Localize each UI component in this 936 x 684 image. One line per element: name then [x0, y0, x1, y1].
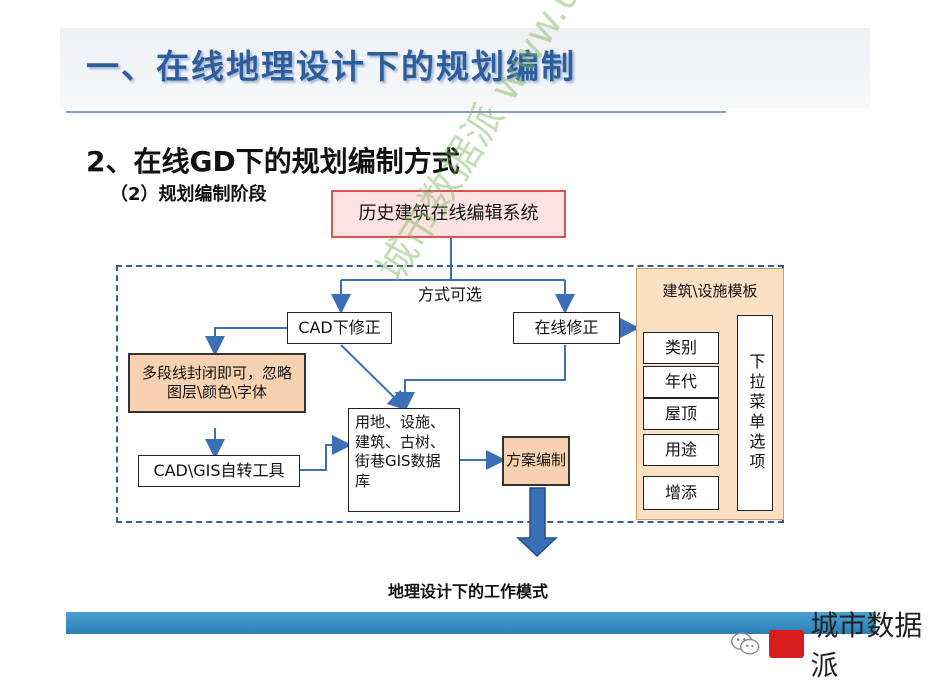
template-item-use-label: 用途 — [664, 439, 697, 459]
title-divider — [66, 111, 726, 113]
gis-database-box: 用地、设施、建筑、古树、街巷GIS数据库 — [348, 408, 460, 512]
slide-subtitle: 2、在线GD下的规划编制方式 — [86, 145, 460, 178]
title-band — [60, 28, 870, 108]
polyline-note-text: 多段线封闭即可，忽略图层\颜色\字体 — [141, 363, 292, 402]
template-item-era-label: 年代 — [664, 371, 697, 391]
mode-label: 方式可选 — [405, 284, 495, 306]
gis-database-text: 用地、设施、建筑、古树、街巷GIS数据库 — [355, 413, 446, 490]
cad-gis-tool-label: CAD\GIS自转工具 — [153, 460, 285, 480]
diagram-caption: 地理设计下的工作模式 — [387, 582, 548, 601]
footer-bar — [66, 612, 876, 634]
cad-fix-label: CAD下修正 — [298, 317, 381, 337]
slide-title: 一、在线地理设计下的规划编制 — [86, 47, 576, 86]
template-item-use: 用途 — [643, 434, 719, 466]
slide: 一、在线地理设计下的规划编制 2、在线GD下的规划编制方式 （2）规划编制阶段 — [60, 0, 923, 682]
mode-label-text: 方式可选 — [417, 284, 482, 304]
brand-badge-icon — [768, 630, 805, 658]
template-add-box: 增添 — [643, 476, 719, 510]
template-item-roof-label: 屋顶 — [664, 403, 697, 423]
template-item-roof: 屋顶 — [643, 398, 719, 430]
wechat-icon — [731, 632, 760, 655]
plan-compile-label: 方案编制 — [505, 451, 566, 470]
template-item-category-label: 类别 — [664, 337, 697, 357]
cad-fix-box: CAD下修正 — [287, 312, 392, 344]
online-fix-label: 在线修正 — [534, 317, 599, 337]
online-fix-box: 在线修正 — [513, 312, 620, 344]
top-system-box: 历史建筑在线编辑系统 — [331, 190, 566, 238]
dropdown-options-box: 下拉菜单选项 — [737, 315, 773, 511]
cad-gis-tool-box: CAD\GIS自转工具 — [138, 455, 300, 487]
stage-label: （2）规划编制阶段 — [110, 184, 267, 205]
polyline-note-box: 多段线封闭即可，忽略图层\颜色\字体 — [128, 353, 306, 413]
dropdown-options-label: 下拉菜单选项 — [746, 353, 766, 473]
template-title-text: 建筑\设施模板 — [662, 282, 758, 301]
brand-name: 城市数据派 — [810, 609, 923, 682]
template-item-category: 类别 — [643, 332, 719, 364]
brand: 城市数据派 — [730, 604, 936, 684]
template-add-label: 增添 — [664, 482, 697, 502]
top-system-label: 历史建筑在线编辑系统 — [358, 203, 539, 225]
plan-compile-box: 方案编制 — [502, 436, 570, 486]
template-item-era: 年代 — [643, 366, 719, 398]
template-title: 建筑\设施模板 — [640, 280, 780, 304]
